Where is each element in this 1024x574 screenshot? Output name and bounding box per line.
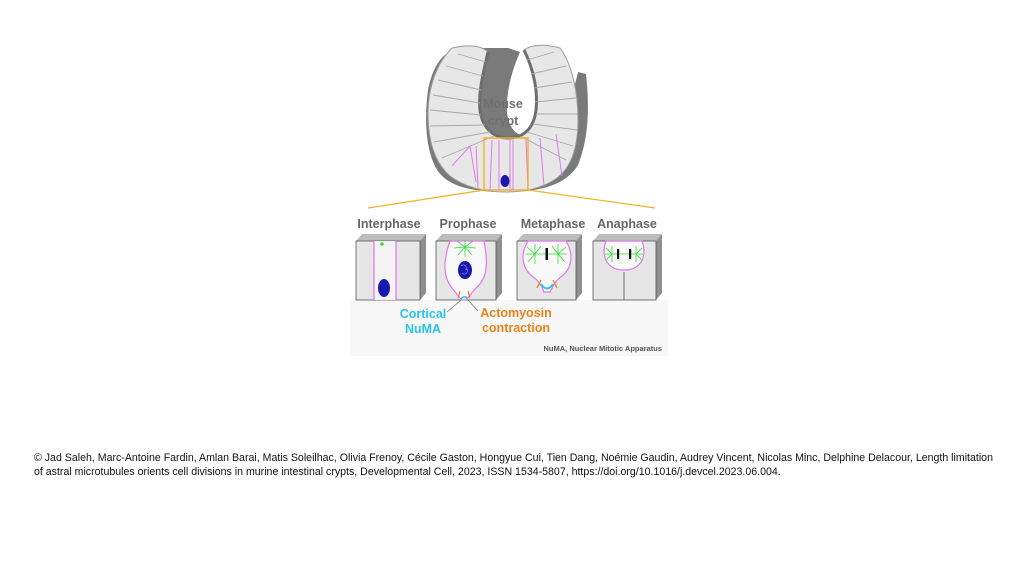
citation-text: © Jad Saleh, Marc-Antoine Fardin, Amlan …: [34, 452, 993, 478]
figure-footnote: NuMA, Nuclear Mitotic Apparatus: [544, 344, 662, 353]
metaphase-cell-block: [516, 234, 582, 301]
metaphase-actomyosin-arrow-left: [536, 279, 542, 289]
anaphase-spindle: [605, 246, 643, 262]
phase-label-anaphase: Anaphase: [597, 217, 657, 231]
metaphase-cortical-numa: [540, 283, 554, 290]
actomyosin-label-line1: Actomyosin: [480, 306, 552, 320]
interphase-nucleus: [378, 279, 390, 297]
zoom-connector-left: [367, 189, 485, 209]
cortical-label-line2: NuMA: [405, 322, 441, 336]
prophase-actomyosin-arrow-right: [467, 290, 471, 299]
mouse-crypt: Mouse crypt: [426, 44, 588, 193]
prophase-actomyosin-arrow-left: [457, 290, 461, 299]
anaphase-chromatid-right: [629, 249, 632, 259]
phase-label-prophase: Prophase: [440, 217, 497, 231]
phase-label-interphase: Interphase: [357, 217, 420, 231]
phase-label-metaphase: Metaphase: [521, 217, 586, 231]
cortical-leader-line: [446, 299, 462, 313]
anaphase-cell-block: [592, 234, 662, 301]
crypt-base-membranes: [451, 133, 563, 192]
figure-panel-background: [350, 300, 668, 356]
actomyosin-label-line2: contraction: [482, 321, 550, 335]
interphase-cell-block: [355, 234, 426, 301]
interphase-centrosome: [380, 242, 384, 246]
zoom-connector-right: [527, 189, 656, 209]
prophase-cortical-numa: [460, 295, 468, 300]
cortical-label-line1: Cortical: [400, 307, 447, 321]
crypt-highlight-box: [483, 137, 529, 191]
anaphase-cell-membrane: [603, 240, 645, 271]
prophase-nucleus: [458, 261, 472, 279]
crypt-cell-boundaries: [429, 51, 578, 161]
crypt-label-line2: crypt: [488, 114, 519, 128]
crypt-label-line1: Mouse: [483, 97, 523, 111]
metaphase-actomyosin-arrow-right: [552, 279, 558, 289]
metaphase-chromosomes: [545, 248, 548, 260]
actomyosin-leader-line: [467, 299, 479, 312]
anaphase-chromatid-left: [617, 249, 620, 259]
prophase-cell-block: [435, 234, 502, 313]
prophase-aster: [453, 240, 477, 257]
crypt-nucleus: [500, 175, 510, 187]
